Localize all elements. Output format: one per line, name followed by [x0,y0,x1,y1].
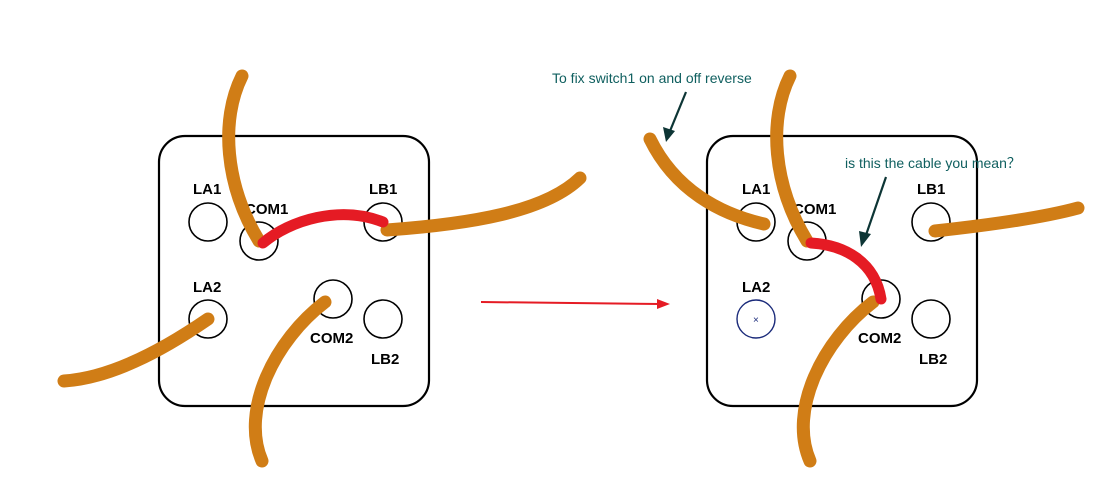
flow-arrow-line [480,301,661,305]
left-switch-plate [157,134,431,408]
right-label-com1: COM1 [793,201,836,218]
right-la2-unused-mark: × [753,315,759,326]
left-switch: LA1 COM1 LB1 LA2 COM2 LB2 [57,69,587,468]
right-cable-lb1 [928,201,1085,238]
right-label-lb2: LB2 [919,351,947,368]
flow-arrowhead [657,299,670,309]
right-cable-la1 [643,132,771,231]
left-label-la2: LA2 [193,279,221,296]
right-label-la2: LA2 [742,279,770,296]
left-terminal-la1 [188,202,228,242]
flow-arrow [480,299,670,309]
right-switch-plate [705,134,979,408]
left-label-lb2: LB2 [371,351,399,368]
cable-question-arrow-line [864,176,888,236]
left-cable-com2 [248,295,332,468]
left-label-lb1: LB1 [369,181,397,198]
left-cable-com1 [222,69,266,248]
fix-note-arrow-line [668,91,688,132]
right-label-la1: LA1 [742,181,770,198]
left-terminal-lb2 [363,299,403,339]
right-label-com2: COM2 [858,330,901,347]
fix-note-text: To fix switch1 on and off reverse [552,70,752,86]
right-cable-com1 [770,69,814,248]
right-cable-com2 [796,295,880,468]
left-cable-la2 [57,312,215,388]
annotations: To fix switch1 on and off reverse is thi… [552,70,1021,247]
right-switch: × LA1 COM1 LB1 LA2 COM2 LB2 [643,69,1085,468]
right-terminal-la2 [736,299,776,339]
right-terminal-lb2 [911,299,951,339]
cable-question-arrowhead [859,231,871,247]
fix-note-arrowhead [663,127,675,142]
cable-question-text: is this the cable you mean？ [845,155,1021,171]
left-label-com2: COM2 [310,330,353,347]
left-jumper-com1-lb1 [257,209,389,249]
left-label-la1: LA1 [193,181,221,198]
left-label-com1: COM1 [245,201,288,218]
left-cable-lb1 [380,171,587,237]
right-jumper-com1-com2 [805,237,887,305]
right-label-lb1: LB1 [917,181,945,198]
